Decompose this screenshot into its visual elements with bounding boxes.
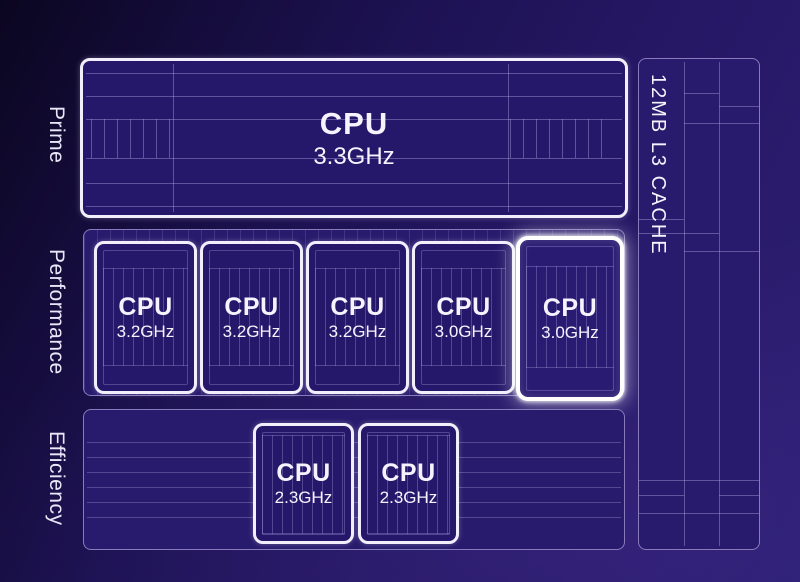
core-frame — [103, 250, 188, 385]
efficiency-cluster-container: CPU 2.3GHz CPU 2.3GHz — [83, 409, 625, 550]
cache-grid-line — [639, 480, 759, 481]
core-frequency: 3.2GHz — [222, 322, 281, 341]
prime-grid-line — [86, 73, 622, 74]
core-text: CPU 3.0GHz — [415, 244, 512, 391]
prime-core-box: CPU 3.3GHz — [80, 58, 628, 218]
core-frame — [526, 246, 614, 391]
prime-grid-line — [86, 158, 622, 159]
core-name: CPU — [276, 459, 331, 487]
prime-grid-line — [173, 64, 174, 212]
prime-grid-line — [86, 206, 622, 207]
core-frequency: 3.2GHz — [116, 322, 175, 341]
prime-core-text: CPU 3.3GHz — [83, 61, 625, 215]
cluster-label-efficiency: Efficiency — [45, 431, 68, 526]
core-stripes — [209, 268, 294, 366]
core-text: CPU 2.3GHz — [361, 426, 456, 541]
core-frequency: 3.0GHz — [434, 322, 493, 341]
core-frequency: 3.3GHz — [313, 142, 395, 170]
core-frame — [315, 250, 400, 385]
prime-grid-line — [86, 183, 622, 184]
performance-core-3: CPU 3.2GHz — [306, 241, 409, 394]
efficiency-grid-pattern — [87, 442, 621, 519]
cache-grid-line — [639, 233, 719, 234]
core-text: CPU 2.3GHz — [256, 426, 351, 541]
core-stripes — [367, 435, 450, 534]
performance-cluster-container: CPU 3.2GHz CPU 3.2GHz CPU 3.2GHz CP — [83, 229, 625, 401]
core-stripes — [103, 268, 188, 366]
prime-grid-line — [86, 96, 622, 97]
cache-grid-line — [639, 219, 684, 220]
core-text: CPU 3.0GHz — [520, 240, 620, 397]
cluster-label-performance: Performance — [45, 248, 68, 375]
core-stripes — [315, 268, 400, 366]
core-frequency: 2.3GHz — [274, 488, 333, 507]
cache-grid-line — [684, 62, 685, 546]
core-name: CPU — [118, 293, 173, 321]
core-name: CPU — [542, 294, 598, 322]
l3-cache-label: 12MB L3 CACHE — [647, 74, 669, 256]
cluster-label-prime: Prime — [45, 106, 68, 164]
core-frame — [262, 432, 345, 535]
core-text: CPU 3.2GHz — [97, 244, 194, 391]
performance-core-4: CPU 3.0GHz — [412, 241, 515, 394]
core-text: CPU 3.2GHz — [203, 244, 300, 391]
core-frame — [367, 432, 450, 535]
core-name: CPU — [224, 293, 279, 321]
core-stripes — [262, 435, 345, 534]
cache-grid-line — [719, 62, 720, 546]
performance-core-1: CPU 3.2GHz — [94, 241, 197, 394]
core-frequency: 3.2GHz — [328, 322, 387, 341]
core-frequency: 3.0GHz — [541, 323, 599, 342]
efficiency-core-2: CPU 2.3GHz — [358, 423, 459, 544]
core-name: CPU — [319, 105, 389, 141]
cache-grid-line — [639, 513, 759, 514]
cache-grid-line — [719, 495, 759, 496]
cache-grid-line — [684, 123, 759, 124]
cache-grid-line — [719, 106, 759, 107]
prime-grid-stripes — [91, 119, 171, 158]
cache-grid-line — [684, 251, 759, 252]
core-frame — [209, 250, 294, 385]
core-name: CPU — [381, 459, 436, 487]
core-frequency: 2.3GHz — [379, 488, 438, 507]
prime-grid-stripes — [510, 119, 613, 158]
prime-grid-line — [508, 64, 509, 212]
core-name: CPU — [436, 293, 491, 321]
efficiency-core-1: CPU 2.3GHz — [253, 423, 354, 544]
core-frame — [421, 250, 506, 385]
prime-grid-line — [86, 119, 622, 120]
core-name: CPU — [330, 293, 385, 321]
core-stripes — [526, 266, 614, 368]
core-stripes — [421, 268, 506, 366]
cache-grid-line — [639, 495, 684, 496]
l3-cache-block: 12MB L3 CACHE — [638, 58, 760, 550]
performance-core-2: CPU 3.2GHz — [200, 241, 303, 394]
performance-core-5-highlighted: CPU 3.0GHz — [516, 236, 624, 401]
core-text: CPU 3.2GHz — [309, 244, 406, 391]
cache-grid-line — [684, 93, 719, 94]
